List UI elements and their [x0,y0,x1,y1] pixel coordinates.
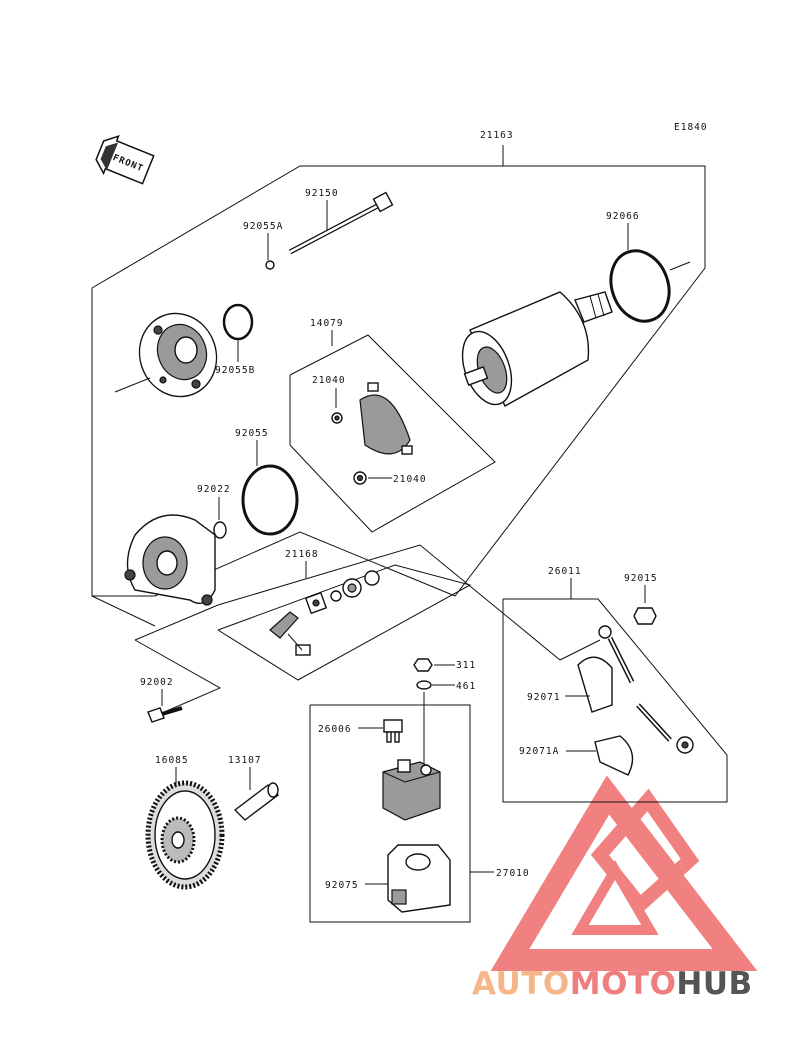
label-92055: 92055 [235,428,269,439]
starter-relay [382,759,441,821]
brush-kit [269,570,380,656]
bolt-92002 [147,706,183,723]
label-92055A: 92055A [243,221,283,232]
o-ring-92055 [241,464,299,536]
motor-yoke [461,291,613,407]
label-21163: 21163 [480,130,514,141]
nut-311 [413,658,433,672]
fuse-26006 [383,719,403,743]
label-21040-bottom: 21040 [393,474,427,485]
label-92075: 92075 [325,880,359,891]
label-92022: 92022 [197,484,231,495]
cable-group-outline [502,598,728,803]
brush-holder [359,382,413,455]
label-92055B: 92055B [215,365,255,376]
label-92015: 92015 [624,573,658,584]
label-92002: 92002 [140,677,174,688]
label-14079: 14079 [310,318,344,329]
brush-group-outline [289,334,496,533]
rear-cover [124,514,216,606]
relay-cover-92075 [387,844,451,913]
label-16085: 16085 [155,755,189,766]
label-26006: 26006 [318,724,352,735]
battery-cable [577,625,694,776]
lower-outline [134,544,561,661]
spring-top [331,412,343,424]
nut-92015 [633,607,657,625]
o-ring-large [609,249,671,323]
front-arrow-icon: FRONT [95,135,155,185]
reduction-gear-16085 [145,780,225,890]
assembly-outline [91,165,706,597]
label-92066: 92066 [606,211,640,222]
label-21040-top: 21040 [312,375,346,386]
relay-group-outline [309,704,471,923]
o-ring-small [265,260,275,270]
front-cover [138,312,218,398]
spring-bottom [353,471,367,485]
through-bolt [288,191,394,255]
label-21168: 21168 [285,549,319,560]
watermark-text: AUTOMOTOHUB [472,966,753,1002]
label-311: 311 [456,660,476,671]
diagram-code: E1840 [674,122,708,133]
o-ring-92055B [222,303,254,341]
label-13107: 13107 [228,755,262,766]
label-461: 461 [456,681,476,692]
label-92071A: 92071A [519,746,559,757]
label-26011: 26011 [548,566,582,577]
washer-92022 [213,521,227,539]
label-27010: 27010 [496,868,530,879]
watermark-logo [490,775,758,971]
shaft-13107 [233,782,280,821]
brush-kit-outline [217,564,472,681]
washer-461 [416,680,432,690]
label-92071: 92071 [527,692,561,703]
label-92150: 92150 [305,188,339,199]
